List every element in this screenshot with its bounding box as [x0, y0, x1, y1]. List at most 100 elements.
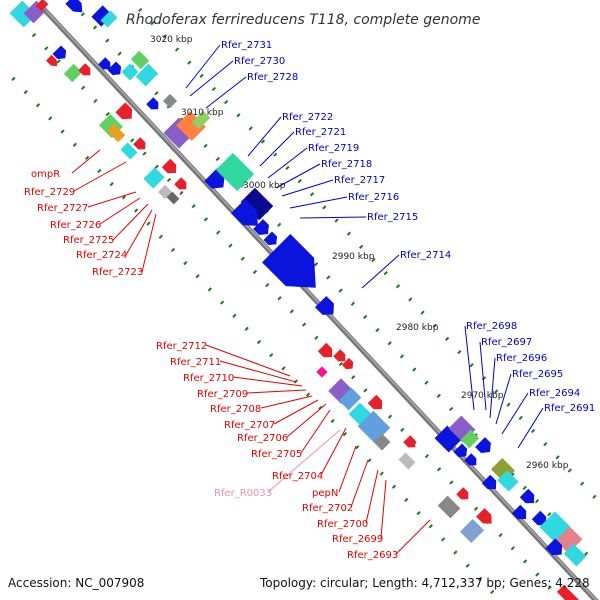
tick-mark — [534, 498, 540, 504]
leader-line — [495, 373, 512, 425]
kbp-label-3020: 3020 kbp — [150, 35, 193, 45]
tick-mark — [498, 532, 503, 538]
leader-line — [517, 407, 544, 449]
tick-mark — [289, 309, 294, 314]
tick-mark — [338, 361, 344, 367]
gene-label[interactable]: Rfer_2714 — [400, 250, 451, 261]
gene-label[interactable]: pepN — [312, 488, 338, 499]
tick-mark — [183, 260, 188, 266]
gene-label[interactable]: Rfer_2712 — [156, 341, 207, 352]
tick-mark — [273, 152, 278, 157]
tick-mark — [285, 165, 290, 171]
tick-mark — [363, 314, 368, 320]
gene-label[interactable]: Rfer_2707 — [224, 420, 275, 431]
tick-mark — [80, 12, 85, 17]
tick-mark — [301, 322, 307, 327]
tick-mark — [174, 47, 180, 52]
gene-label[interactable]: Rfer_2729 — [24, 187, 75, 198]
gene-label[interactable]: Rfer_2715 — [367, 212, 418, 223]
tick-mark — [522, 485, 527, 491]
gene-label[interactable]: Rfer_2695 — [512, 369, 563, 380]
kbp-label-2990: 2990 kbp — [332, 252, 375, 262]
gene-block — [556, 584, 586, 600]
leader-line — [246, 389, 307, 394]
leader-line — [141, 213, 157, 273]
tick-mark — [440, 537, 446, 542]
tick-mark — [490, 589, 495, 595]
tick-mark — [592, 494, 597, 499]
gene-label[interactable]: Rfer_2730 — [234, 56, 285, 67]
tick-mark — [44, 46, 49, 51]
tick-mark — [522, 559, 528, 564]
gene-label[interactable]: Rfer_2710 — [183, 373, 234, 384]
leader-line — [338, 445, 357, 493]
leader-line — [289, 196, 348, 209]
tick-mark — [322, 205, 327, 210]
gene-label[interactable]: Rfer_2693 — [347, 550, 398, 561]
tick-mark — [93, 98, 98, 104]
gene-label[interactable]: Rfer_2702 — [302, 503, 353, 514]
kbp-labels: 3020 kbp 3010 kbp 3000 kbp 2990 kbp 2980… — [150, 35, 569, 471]
tick-mark — [379, 471, 384, 476]
gene-arrow — [333, 349, 346, 362]
gene-label[interactable]: Rfer_2698 — [466, 321, 517, 332]
gene-block — [555, 526, 583, 554]
gene-block — [459, 518, 485, 544]
tick-mark — [481, 376, 487, 381]
tick-mark — [305, 392, 311, 397]
genome-axis-highlight — [39, 3, 598, 600]
gene-label[interactable]: Rfer_2694 — [529, 388, 580, 399]
gene-label[interactable]: Rfer_2722 — [282, 112, 333, 123]
gene-label[interactable]: Rfer_2706 — [237, 433, 288, 444]
gene-label[interactable]: Rfer_2696 — [496, 353, 547, 364]
gene-label[interactable]: Rfer_2725 — [63, 235, 114, 246]
gene-label[interactable]: Rfer_2708 — [210, 404, 261, 415]
tick-mark — [158, 234, 163, 239]
leader-line — [205, 76, 247, 109]
leader-line — [395, 519, 431, 555]
gene-arrow — [476, 508, 492, 524]
tick-mark — [142, 151, 147, 156]
gene-label[interactable]: Rfer_2716 — [348, 192, 399, 203]
gene-label[interactable]: Rfer_2717 — [334, 175, 385, 186]
leader-line — [259, 131, 295, 167]
tick-mark — [371, 257, 376, 263]
gene-label[interactable]: Rfer_2704 — [272, 471, 323, 482]
gene-label[interactable]: Rfer_2697 — [481, 337, 532, 348]
tick-mark — [367, 458, 372, 463]
gene-label[interactable]: Rfer_2691 — [544, 403, 595, 414]
tick-mark — [412, 367, 417, 372]
gene-arrow — [161, 158, 177, 174]
gene-block — [434, 425, 462, 453]
gene-label[interactable]: Rfer_2711 — [170, 357, 221, 368]
tick-mark — [444, 336, 450, 342]
gene-label[interactable]: ompR — [31, 169, 60, 180]
leader-line — [300, 409, 331, 454]
tick-mark — [309, 192, 315, 197]
gene-block — [338, 387, 362, 411]
gene-label[interactable]: Rfer_2726 — [50, 220, 101, 231]
gene-label[interactable]: Rfer_2728 — [247, 72, 298, 83]
tick-mark — [240, 256, 245, 261]
gene-block — [373, 433, 391, 451]
gene-label[interactable]: Rfer_2727 — [37, 203, 88, 214]
gene-label[interactable]: Rfer_2709 — [197, 389, 248, 400]
leader-line — [71, 149, 101, 174]
gene-label[interactable]: Rfer_2731 — [221, 40, 272, 51]
gene-block — [316, 366, 328, 378]
gene-label-rna[interactable]: Rfer_R0033 — [214, 488, 272, 499]
tick-mark — [195, 274, 200, 279]
tick-mark — [547, 512, 552, 517]
tick-mark — [326, 275, 331, 280]
gene-label[interactable]: Rfer_2719 — [308, 143, 359, 154]
gene-label[interactable]: Rfer_2699 — [332, 534, 383, 545]
tick-mark — [436, 393, 441, 398]
gene-block — [130, 50, 150, 70]
gene-label[interactable]: Rfer_2718 — [321, 159, 372, 170]
gene-label[interactable]: Rfer_2723 — [92, 267, 143, 278]
gene-label[interactable]: Rfer_2721 — [295, 127, 346, 138]
tick-mark — [530, 428, 536, 434]
gene-label[interactable]: Rfer_2724 — [76, 250, 127, 261]
gene-label[interactable]: Rfer_2700 — [317, 519, 368, 530]
gene-label[interactable]: Rfer_2705 — [251, 449, 302, 460]
